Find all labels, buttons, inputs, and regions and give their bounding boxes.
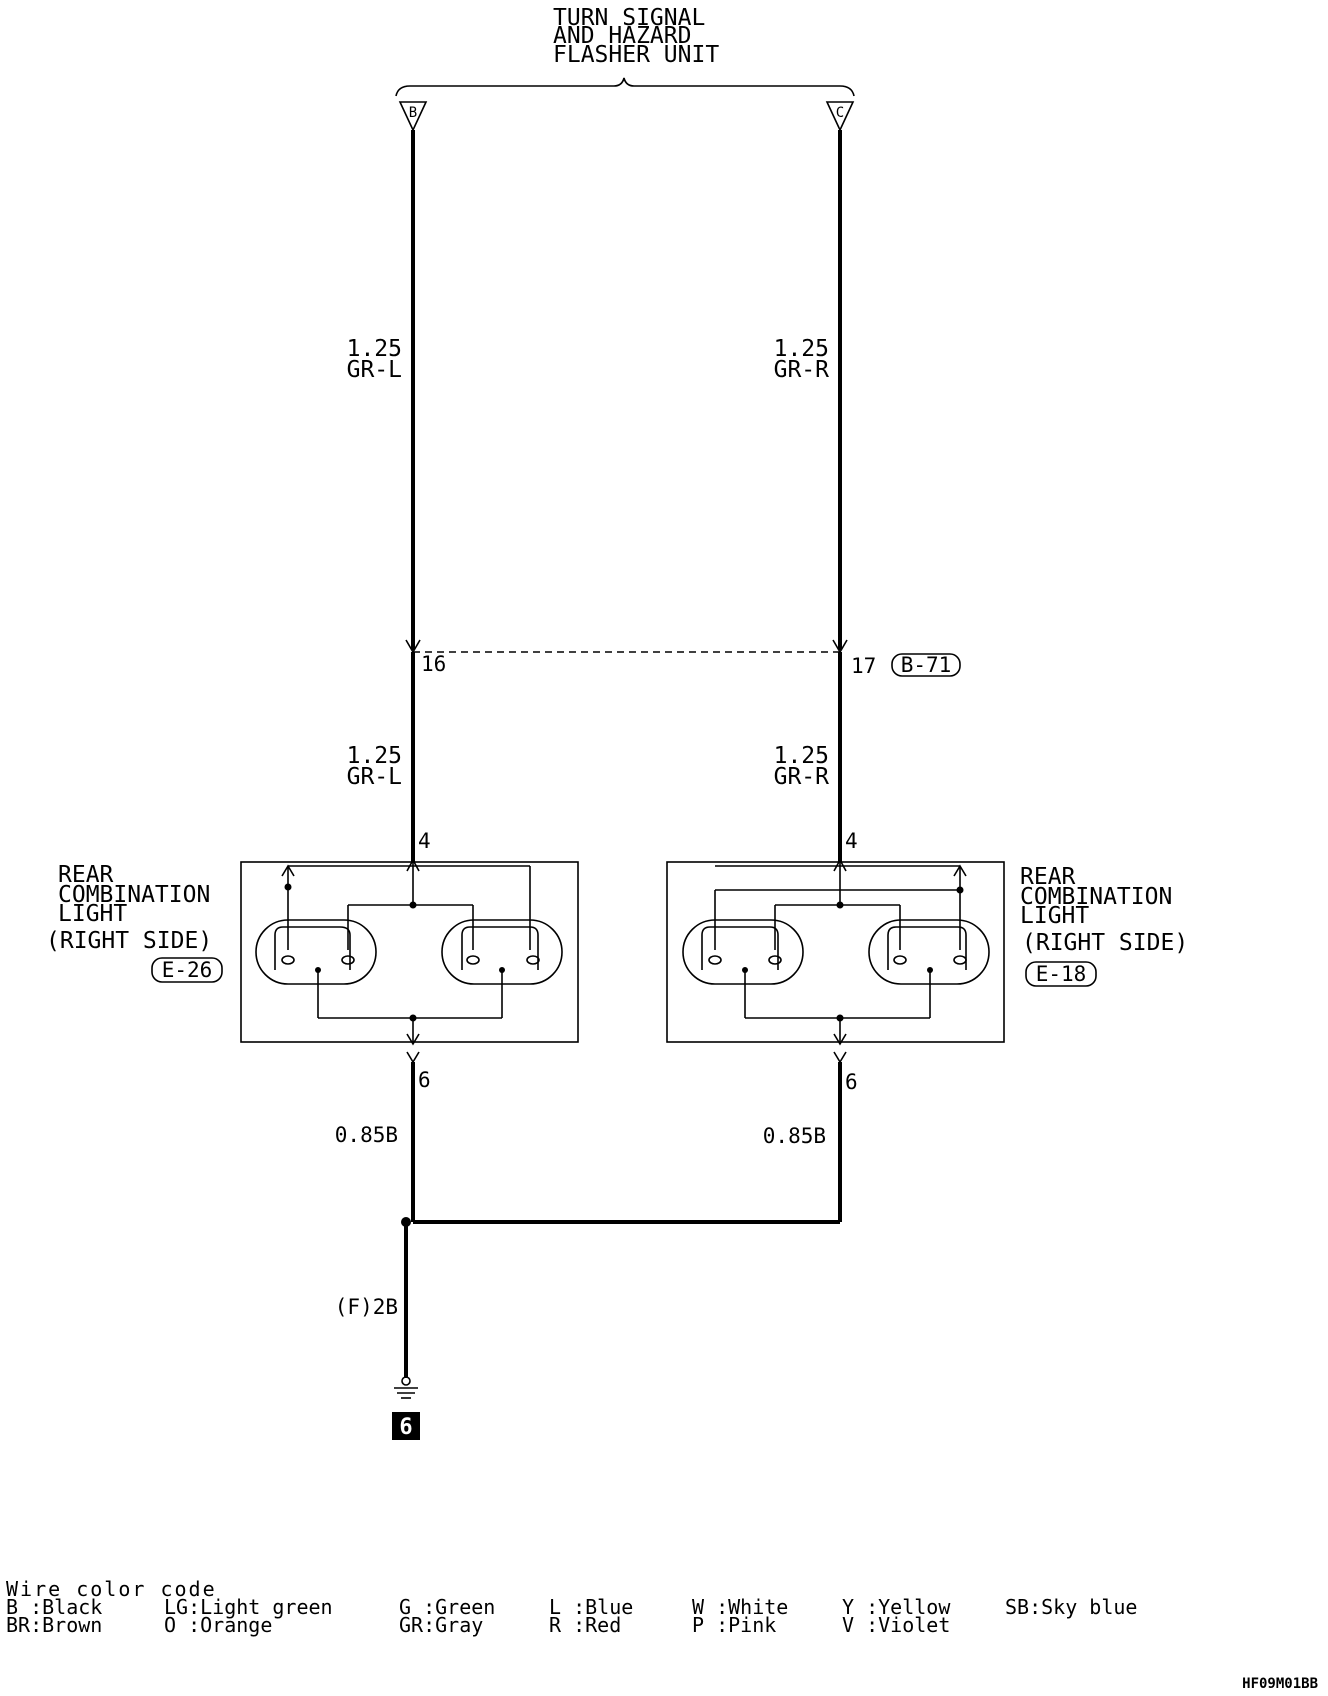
flasher-title-line-2: AND HAZARD (553, 23, 691, 49)
wire-left-ground-label: 0.85B (335, 1123, 398, 1147)
flasher-unit-brace (395, 77, 855, 97)
wire-right-lower-size: 1.25 (774, 743, 829, 769)
junction-pin-left: 16 (421, 652, 446, 676)
connector-b71-label: B-71 (901, 653, 952, 677)
drawing-id: HF09M01BB (1242, 1676, 1318, 1692)
light-left-name-line-1: REAR (58, 862, 114, 888)
light-left-name-line-2: COMBINATION (58, 882, 210, 908)
light-left-pin-top: 4 (418, 829, 431, 853)
legend-entry: P :Pink (692, 1613, 777, 1637)
legend-row-2: BR:Brown O :Orange GR:Gray R :Red P :Pin… (6, 1613, 1306, 1637)
terminal-c-label: C (836, 105, 844, 121)
flasher-title-line-3: FLASHER UNIT (553, 42, 719, 68)
light-right-name-line-2: COMBINATION (1020, 884, 1172, 910)
legend-entry: BR:Brown (6, 1613, 103, 1637)
wire-color-legend: Wire color code B :Black LG:Light green … (6, 1577, 1306, 1637)
light-left-name-line-4: (RIGHT SIDE) (46, 928, 212, 954)
legend-entry: W :White (692, 1595, 789, 1619)
legend-entry: B :Black (6, 1595, 103, 1619)
wire-right-upper-size: 1.25 (774, 336, 829, 362)
light-right-pin-bottom: 6 (845, 1070, 858, 1094)
light-left-name-line-3: LIGHT (58, 901, 127, 927)
legend-entry: G :Green (399, 1595, 496, 1619)
light-left-housing (240, 861, 579, 1043)
legend-entry: SB:Sky blue (1005, 1595, 1138, 1619)
legend-entry: O :Orange (164, 1613, 273, 1637)
light-right-name-line-1: REAR (1020, 864, 1076, 890)
wire-left-lower-size: 1.25 (347, 743, 402, 769)
flasher-title-line-1: TURN SIGNAL (553, 5, 705, 31)
wire-right-lower-color: GR-R (774, 764, 830, 790)
connector-b71-box (891, 653, 961, 677)
legend-entry: V :Violet (842, 1613, 951, 1637)
terminal-c[interactable]: C (825, 101, 855, 132)
connector-e18-label: E-18 (1036, 962, 1087, 986)
junction-pin-right: 17 (851, 654, 876, 678)
terminal-b[interactable]: B (398, 101, 428, 132)
wire-right-ground-label: 0.85B (763, 1124, 826, 1148)
flasher-unit-label: TURN SIGNAL AND HAZARD FLASHER UNIT (553, 5, 719, 68)
light-right-pin-top: 4 (845, 829, 858, 853)
wire-common-ground-label: (F)2B (335, 1295, 398, 1319)
ground-icon (394, 1376, 418, 1399)
junction-connector: 16 17 B-71 (405, 639, 961, 678)
wire-left-upper-size: 1.25 (347, 336, 402, 362)
legend-row-1: B :Black LG:Light green G :Green L :Blue… (6, 1595, 1306, 1619)
rear-combination-light-left[interactable]: REAR COMBINATION LIGHT (RIGHT SIDE) E-26… (46, 829, 579, 1092)
terminal-b-label: B (409, 105, 417, 121)
legend-entry: LG:Light green (164, 1595, 333, 1619)
wire-right-upper-color: GR-R (774, 357, 830, 383)
light-right-housing (666, 861, 1005, 1043)
legend-entry: Y :Yellow (842, 1595, 951, 1619)
wire-left-upper-color: GR-L (347, 357, 402, 383)
legend-entry: R :Red (549, 1613, 622, 1637)
legend-entry: GR:Gray (399, 1613, 484, 1637)
light-right-name-line-4: (RIGHT SIDE) (1022, 930, 1188, 956)
light-right-name-line-3: LIGHT (1020, 903, 1089, 929)
connector-e18-box (1025, 961, 1097, 987)
ground-point-badge: 6 (392, 1412, 420, 1440)
connector-e26-label: E-26 (162, 958, 213, 982)
legend-entry: L :Blue (549, 1595, 634, 1619)
wire-left-lower-color: GR-L (347, 764, 402, 790)
legend-title: Wire color code (6, 1577, 217, 1601)
rear-combination-light-right[interactable]: 4 6 REAR COMBINATION LIGHT (RIGHT (666, 829, 1188, 1094)
light-left-pin-bottom: 6 (418, 1068, 431, 1092)
connector-e26-box (151, 957, 223, 983)
ground-point-number: 6 (399, 1415, 412, 1440)
legend-entry (1005, 1616, 1185, 1634)
